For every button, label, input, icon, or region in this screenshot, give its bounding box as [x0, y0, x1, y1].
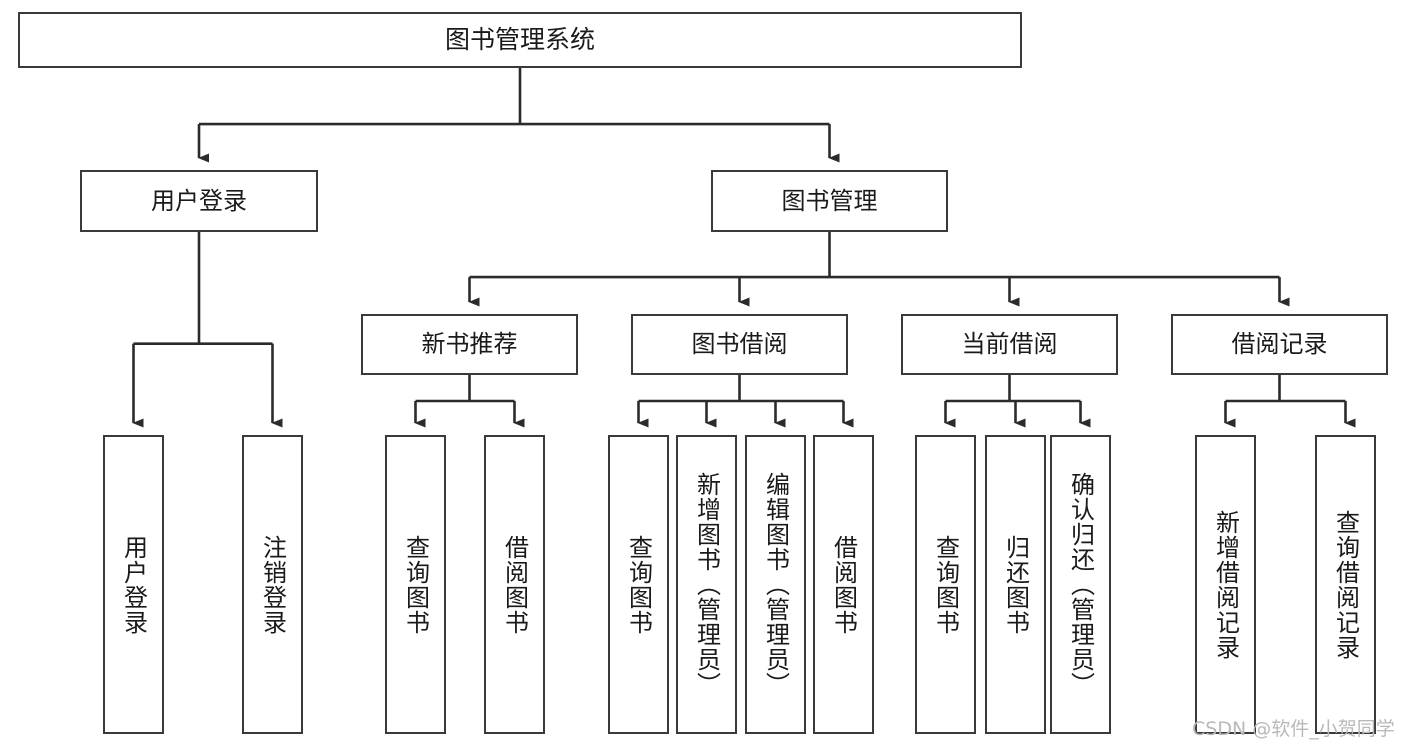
node-label: 借阅图书 [500, 534, 529, 635]
node-leaf-add-record[interactable]: 新增借阅记录 [1195, 435, 1256, 734]
node-leaf-query-record[interactable]: 查询借阅记录 [1315, 435, 1376, 734]
node-label: 注销登录 [258, 534, 287, 635]
node-n-book-manage[interactable]: 图书管理 [711, 170, 948, 232]
node-label: 用户登录 [119, 534, 148, 635]
node-label: 归还图书 [1001, 534, 1030, 635]
node-leaf-logout[interactable]: 注销登录 [242, 435, 303, 734]
node-label: 编辑图书（管理员） [761, 472, 790, 697]
node-root[interactable]: 图书管理系统 [18, 12, 1022, 68]
node-leaf-confirm-return[interactable]: 确认归还（管理员） [1050, 435, 1111, 734]
node-label: 查询图书 [624, 534, 653, 635]
node-label: 查询图书 [931, 534, 960, 635]
node-leaf-borrow-book[interactable]: 借阅图书 [813, 435, 874, 734]
node-leaf-query-book-borrow[interactable]: 查询图书 [608, 435, 669, 734]
node-label: 图书借阅 [691, 330, 788, 359]
node-label: 新增图书（管理员） [692, 472, 721, 697]
node-label: 查询借阅记录 [1331, 509, 1360, 660]
node-leaf-query-book-rec[interactable]: 查询图书 [385, 435, 446, 734]
node-leaf-add-book[interactable]: 新增图书（管理员） [676, 435, 737, 734]
connector-group [132, 68, 1356, 428]
node-leaf-return-book[interactable]: 归还图书 [985, 435, 1046, 734]
node-n-new-book-rec[interactable]: 新书推荐 [361, 314, 578, 375]
node-label: 图书管理 [781, 186, 878, 215]
node-n-borrow-record[interactable]: 借阅记录 [1171, 314, 1388, 375]
node-label: 新增借阅记录 [1211, 509, 1240, 660]
node-n-book-borrow[interactable]: 图书借阅 [631, 314, 848, 375]
node-label: 当前借阅 [961, 330, 1058, 359]
node-label: 借阅图书 [829, 534, 858, 635]
node-label: 查询图书 [401, 534, 430, 635]
node-label: 图书管理系统 [444, 25, 595, 54]
node-label: 借阅记录 [1231, 330, 1328, 359]
node-label: 确认归还（管理员） [1066, 472, 1095, 697]
node-n-current-borrow[interactable]: 当前借阅 [901, 314, 1118, 375]
node-label: 用户登录 [151, 186, 247, 215]
node-leaf-edit-book[interactable]: 编辑图书（管理员） [745, 435, 806, 734]
node-n-user-login[interactable]: 用户登录 [80, 170, 318, 232]
node-leaf-user-login[interactable]: 用户登录 [103, 435, 164, 734]
node-leaf-borrow-book-rec[interactable]: 借阅图书 [484, 435, 545, 734]
node-leaf-query-book-current[interactable]: 查询图书 [915, 435, 976, 734]
node-label: 新书推荐 [421, 330, 518, 359]
